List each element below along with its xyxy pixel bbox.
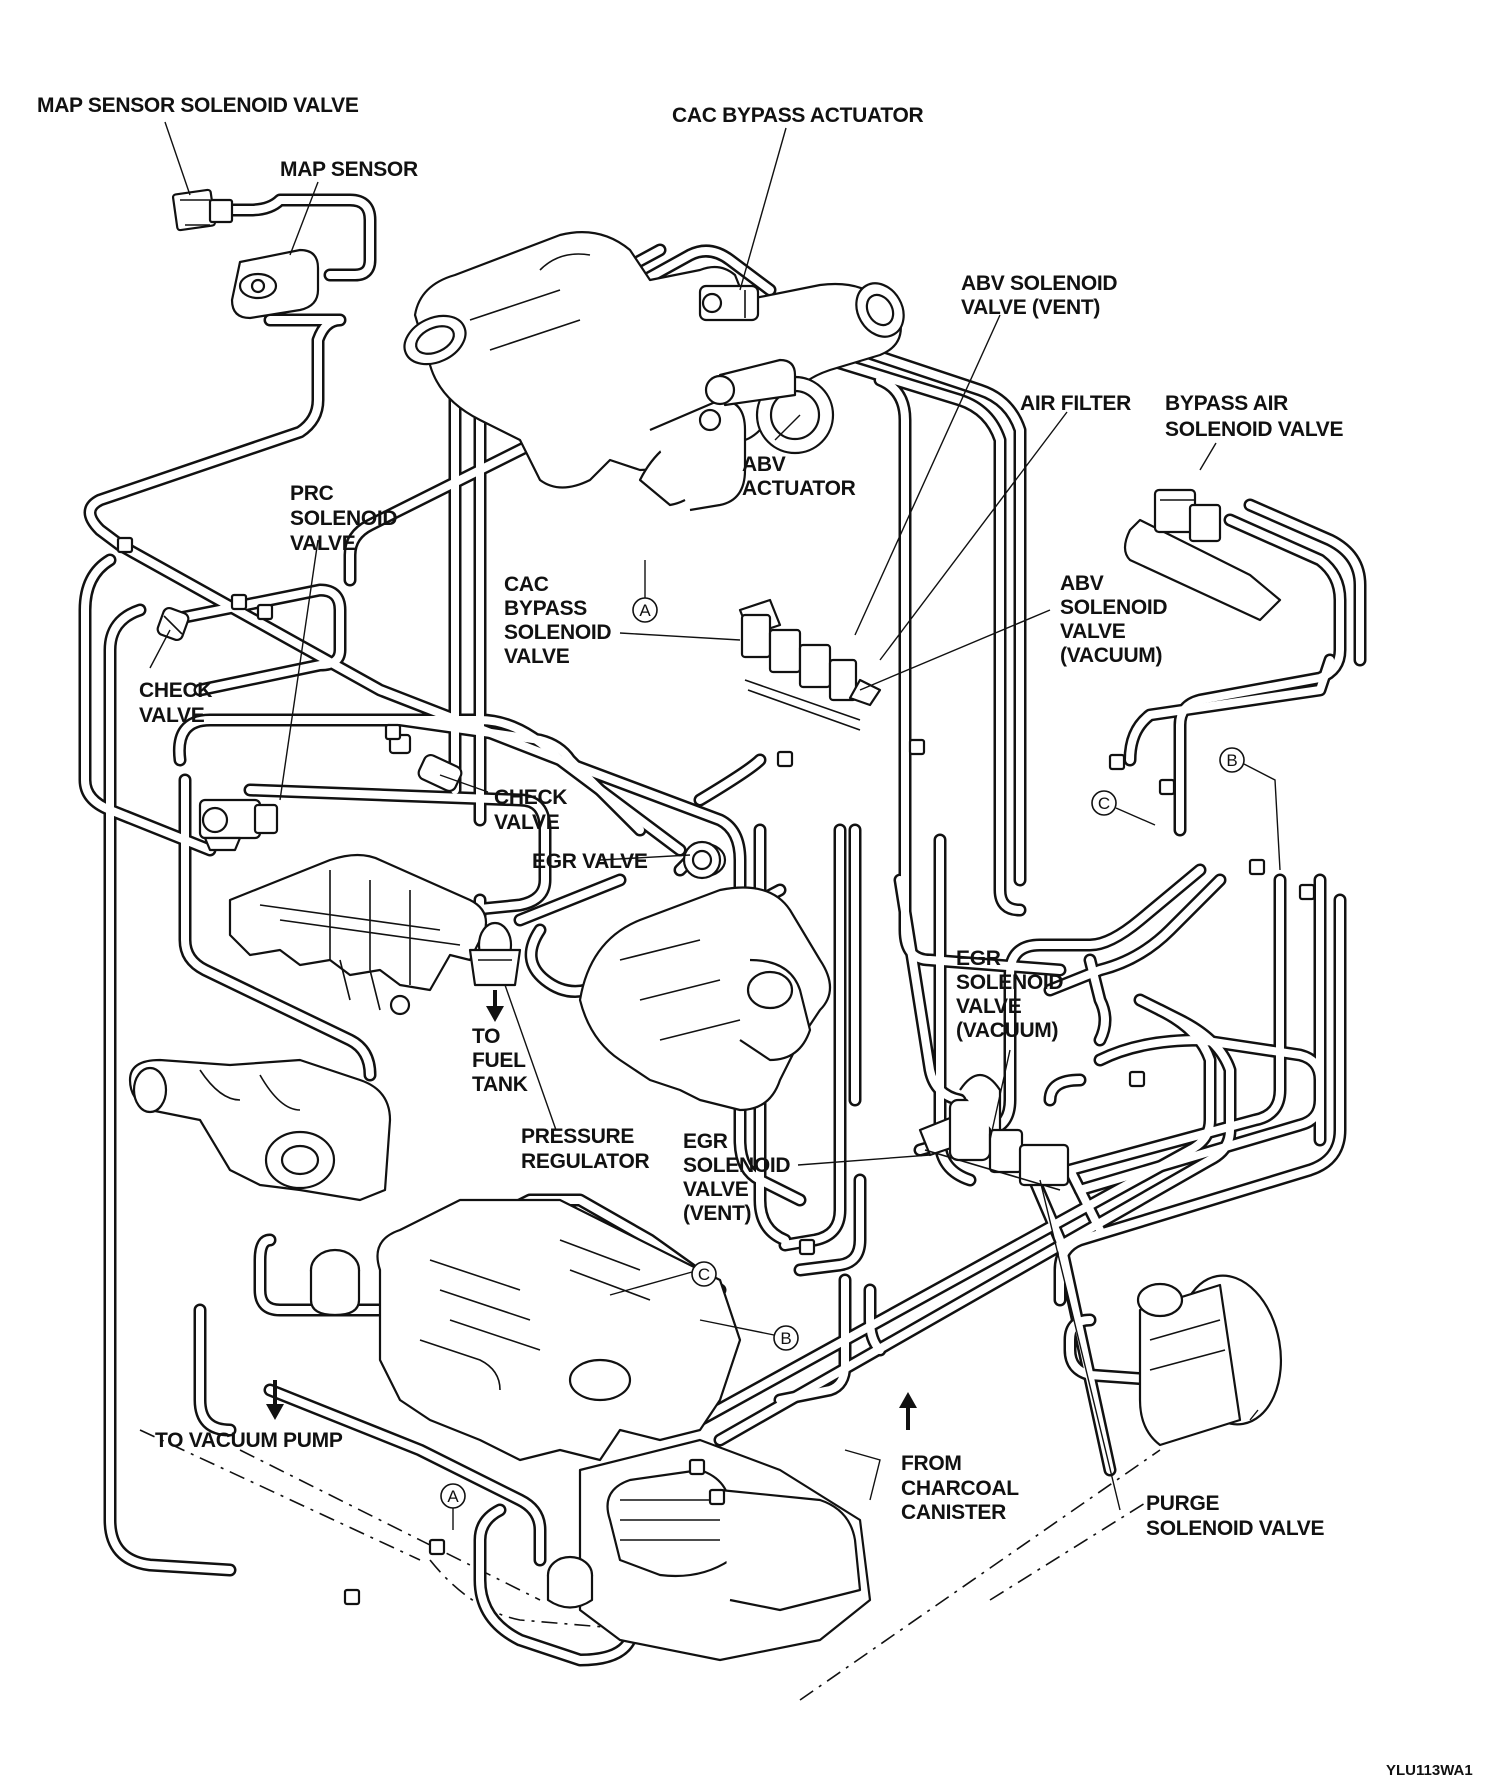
svg-text:A: A xyxy=(639,601,651,620)
leader-lines xyxy=(149,121,1259,1511)
fuel-rail xyxy=(228,853,488,1016)
label-map-sensor: MAP SENSOR xyxy=(280,158,418,181)
label-egr-solenoid-valve-vacuum: EGR SOLENOID VALVE (VACUUM) xyxy=(956,947,1069,1042)
svg-text:C: C xyxy=(1098,794,1110,813)
engine-block xyxy=(376,1198,742,1462)
map-sensor xyxy=(230,248,320,320)
label-abv-solenoid-valve-vacuum: ABV SOLENOID VALVE (VACUUM) xyxy=(1060,572,1173,667)
label-cac-bypass-solenoid-valve: CAC BYPASS SOLENOID VALVE xyxy=(504,573,617,668)
egr-solenoid-valves xyxy=(918,1073,1070,1191)
label-check-valve-left: CHECK VALVE xyxy=(139,679,218,727)
label-egr-solenoid-valve-vent: EGR SOLENOID VALVE (VENT) xyxy=(683,1130,796,1225)
from-charcoal-canister-arrow xyxy=(899,1392,917,1430)
label-air-filter: AIR FILTER xyxy=(1020,392,1131,415)
svg-text:A: A xyxy=(447,1487,459,1506)
connection-marker-a-upper: A xyxy=(632,560,658,623)
label-abv-actuator: ABV ACTUATOR xyxy=(742,453,856,500)
label-egr-valve: EGR VALVE xyxy=(532,850,648,873)
label-cac-bypass-actuator: CAC BYPASS ACTUATOR xyxy=(672,104,924,127)
charcoal-canister-area xyxy=(578,1438,872,1662)
connection-marker-c-lower: C xyxy=(609,1261,717,1296)
map-sensor-solenoid-valve xyxy=(171,188,234,232)
connection-marker-b-lower: B xyxy=(699,1319,799,1351)
egr-valve xyxy=(682,840,722,880)
label-map-sensor-solenoid-valve: MAP SENSOR SOLENOID VALVE xyxy=(37,94,359,117)
turbocharger-assembly xyxy=(403,231,905,512)
svg-text:B: B xyxy=(780,1329,791,1348)
label-to-fuel-tank: TO FUEL TANK xyxy=(472,1025,531,1096)
figure-code: YLU113WA1 xyxy=(1386,1762,1473,1779)
label-check-valve-center: CHECK VALVE xyxy=(494,786,573,834)
vacuum-pump xyxy=(546,1555,594,1609)
solenoid-valve-cluster xyxy=(738,598,882,731)
label-purge-solenoid-valve: PURGE SOLENOID VALVE xyxy=(1146,1492,1325,1540)
bypass-air-solenoid-valve xyxy=(1123,488,1282,622)
label-abv-solenoid-valve-vent: ABV SOLENOID VALVE (VENT) xyxy=(961,272,1123,319)
exhaust-manifold xyxy=(128,1058,392,1202)
brake-booster xyxy=(1136,1274,1283,1447)
abv-actuator xyxy=(698,358,835,455)
connection-marker-b-right: B xyxy=(1219,747,1281,871)
hose-clips xyxy=(116,536,1316,1606)
intake-manifold xyxy=(578,842,832,1112)
to-vacuum-pump-arrow xyxy=(266,1380,284,1420)
label-prc-solenoid-valve: PRC SOLENOID VALVE xyxy=(290,482,403,555)
vacuum-reservoir xyxy=(309,1248,361,1317)
svg-text:B: B xyxy=(1226,751,1237,770)
connection-marker-a-lower: A xyxy=(440,1483,466,1530)
prc-solenoid-valve xyxy=(198,798,279,852)
check-valve-left xyxy=(156,606,190,642)
to-fuel-tank-arrow xyxy=(486,990,504,1022)
label-from-charcoal-canister: FROM CHARCOAL CANISTER xyxy=(901,1452,1024,1524)
label-pressure-regulator: PRESSURE REGULATOR xyxy=(521,1125,649,1173)
chassis-outline xyxy=(139,1429,1161,1701)
svg-text:C: C xyxy=(698,1265,710,1284)
label-bypass-air-solenoid-valve: BYPASS AIR SOLENOID VALVE xyxy=(1165,392,1344,441)
label-to-vacuum-pump: TO VACUUM PUMP xyxy=(155,1429,343,1452)
connection-marker-c-right: C xyxy=(1091,790,1156,826)
cac-bypass-actuator xyxy=(698,284,760,322)
pressure-regulator xyxy=(468,921,522,987)
